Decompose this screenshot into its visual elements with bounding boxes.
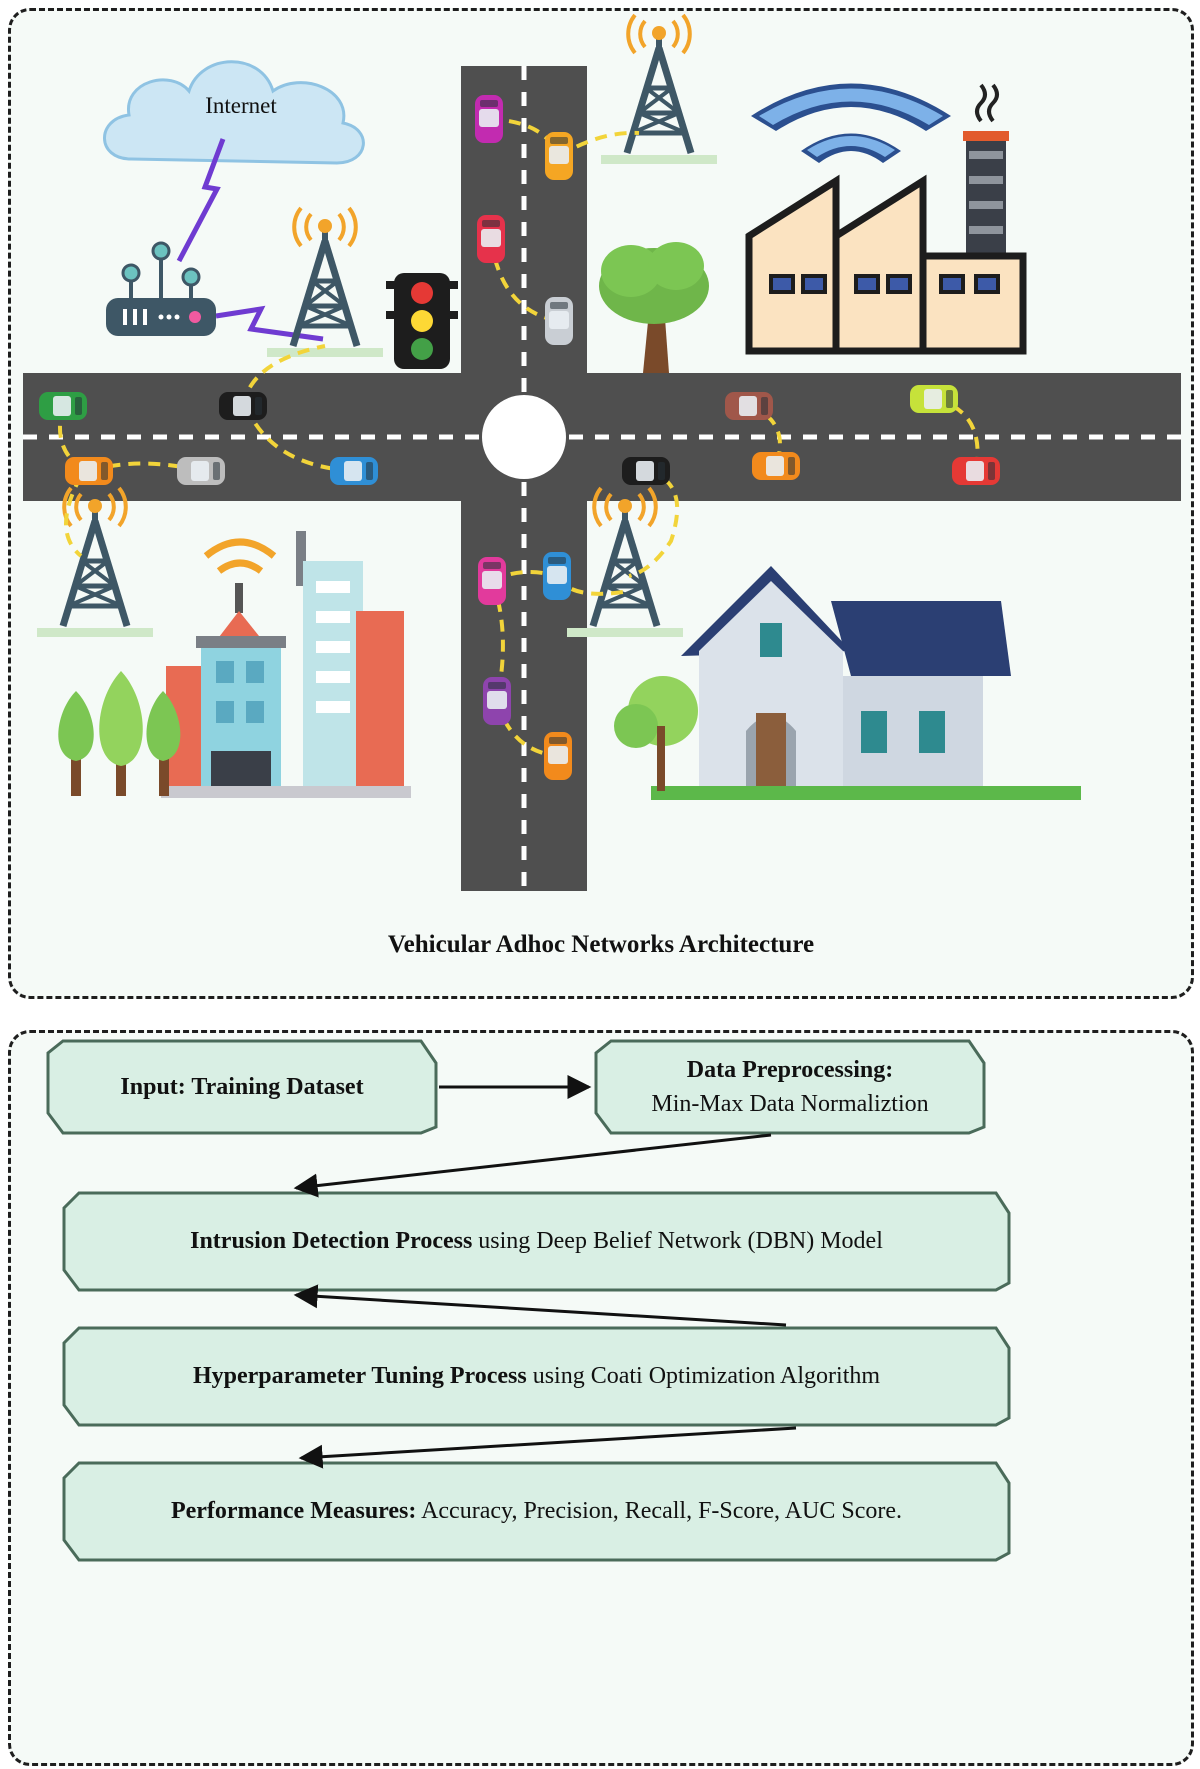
- car-icon: [330, 457, 378, 485]
- architecture-caption: Vehicular Adhoc Networks Architecture: [387, 931, 815, 958]
- vanet-scene: Internet: [23, 11, 1181, 891]
- flow-label-performance: Performance Measures: Accuracy, Precisio…: [170, 1498, 903, 1524]
- car-icon: [219, 392, 267, 420]
- flow-box-performance: [62, 1461, 1011, 1562]
- office-buildings-icon: [161, 531, 411, 798]
- router-icon: [106, 241, 216, 336]
- house-icon: [614, 566, 1081, 800]
- car-icon: [544, 732, 572, 780]
- flow-box-preprocessing: [594, 1039, 986, 1135]
- car-icon: [952, 457, 1000, 485]
- roundabout: [482, 395, 566, 479]
- car-icon: [543, 552, 571, 600]
- flow-arrow: [298, 1426, 797, 1469]
- car-icon: [478, 557, 506, 605]
- car-icon: [545, 297, 573, 345]
- cloud-label: Internet: [205, 93, 277, 118]
- traffic-light-icon: [386, 273, 458, 369]
- flow-box-tuning: [62, 1326, 1011, 1427]
- flow-arrow: [293, 1133, 772, 1198]
- vanet-architecture-panel: Internet Vehicular Adhoc Networks Archit…: [8, 8, 1194, 999]
- flow-arrow: [293, 1284, 787, 1327]
- cloud-icon: [103, 60, 365, 165]
- car-icon: [477, 215, 505, 263]
- flow-box-detection: [62, 1191, 1011, 1292]
- wifi-icon: [751, 83, 951, 163]
- wireless-link: [176, 138, 226, 263]
- flow-label-preprocessing: Data Preprocessing:Min-Max Data Normaliz…: [651, 1057, 929, 1117]
- tower-icon: [37, 488, 153, 637]
- tower-icon: [601, 15, 717, 164]
- car-icon: [752, 452, 800, 480]
- methodology-flow-panel: Input: Training Dataset Data Preprocessi…: [8, 1030, 1194, 1766]
- flow-label-input: Input: Training Dataset: [120, 1074, 364, 1100]
- car-icon: [177, 457, 225, 485]
- tree-icon: [58, 671, 181, 796]
- car-icon: [475, 95, 503, 143]
- car-icon: [65, 457, 113, 485]
- flow-box-input: [46, 1039, 438, 1135]
- flow-diagram: [46, 1039, 1011, 1562]
- flow-label-tuning: Hyperparameter Tuning Process using Coat…: [192, 1363, 881, 1389]
- factory-icon: [745, 83, 1027, 355]
- car-icon: [622, 457, 670, 485]
- flow-label-detection: Intrusion Detection Process using Deep B…: [190, 1228, 883, 1254]
- car-icon: [39, 392, 87, 420]
- car-icon: [545, 132, 573, 180]
- tree-icon: [599, 242, 709, 373]
- wireless-link: [215, 305, 324, 342]
- car-icon: [725, 392, 773, 420]
- car-icon: [483, 677, 511, 725]
- car-icon: [910, 385, 958, 413]
